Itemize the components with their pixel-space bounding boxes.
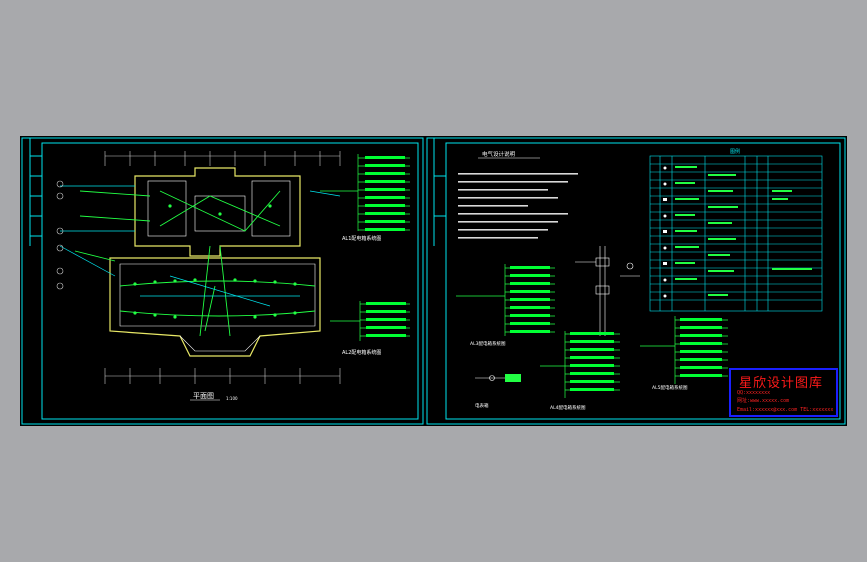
al1-title: AL1配电箱系统图 (342, 235, 381, 242)
top-dimension-line (104, 151, 341, 166)
al5-labels (680, 318, 722, 377)
legend-title: 图例 (730, 148, 740, 155)
al1-labels (365, 156, 405, 231)
left-titles: 平面图 1:100 AL1配电箱系统图 AL2配电箱系统图 (190, 235, 381, 401)
legend-symbols (663, 166, 667, 298)
drawing-canvas[interactable]: 平面图 1:100 AL1配电箱系统图 AL2配电箱系统图 电气设计说明 (20, 136, 847, 426)
al4-title: AL4配电箱系统图 (550, 404, 586, 411)
al3-title: AL3配电箱系统图 (470, 340, 506, 347)
upper-building-outline (134, 167, 301, 257)
light-fixtures (133, 204, 297, 319)
watermark-stamp: 星欣设计图库 QQ:xxxxxxxx 网址:www.xxxxx.com Emai… (729, 368, 838, 417)
lower-building-outline (109, 257, 321, 357)
legend-table: 图例 (649, 148, 823, 312)
watermark-line-3: Email:xxxxxx@xxx.com TEL:xxxxxxx (737, 407, 834, 413)
wiring-lines-cyan (59, 185, 341, 307)
watermark-line-1: QQ:xxxxxxxx (737, 390, 771, 396)
meter-box (475, 374, 521, 382)
legend-entries (675, 166, 812, 296)
riser-diagram (575, 246, 640, 336)
al5-title: AL5配电箱系统图 (652, 384, 688, 391)
meter-title: 电表箱 (475, 402, 489, 409)
grid-axis-bubbles (56, 180, 64, 290)
watermark-line-2: 网址:www.xxxxx.com (737, 398, 790, 404)
wiring-lines (74, 190, 316, 337)
plan-scale: 1:100 (226, 396, 238, 401)
al3-labels (510, 266, 550, 333)
notes-title: 电气设计说明 (482, 150, 516, 158)
al2-labels (366, 302, 406, 337)
watermark-title: 星欣设计图库 (739, 376, 824, 391)
plan-title: 平面图 (193, 392, 214, 400)
right-sheet-frame (426, 137, 846, 425)
design-notes: 电气设计说明 (458, 150, 578, 239)
cad-drawing: 平面图 1:100 AL1配电箱系统图 AL2配电箱系统图 电气设计说明 (21, 137, 846, 425)
left-sheet-frame (21, 137, 424, 425)
right-titles: AL3配电箱系统图 AL4配电箱系统图 AL5配电箱系统图 电表箱 (470, 340, 688, 411)
bottom-dimension-line (104, 368, 341, 384)
al4-labels (570, 332, 614, 391)
al2-title: AL2配电箱系统图 (342, 349, 381, 356)
